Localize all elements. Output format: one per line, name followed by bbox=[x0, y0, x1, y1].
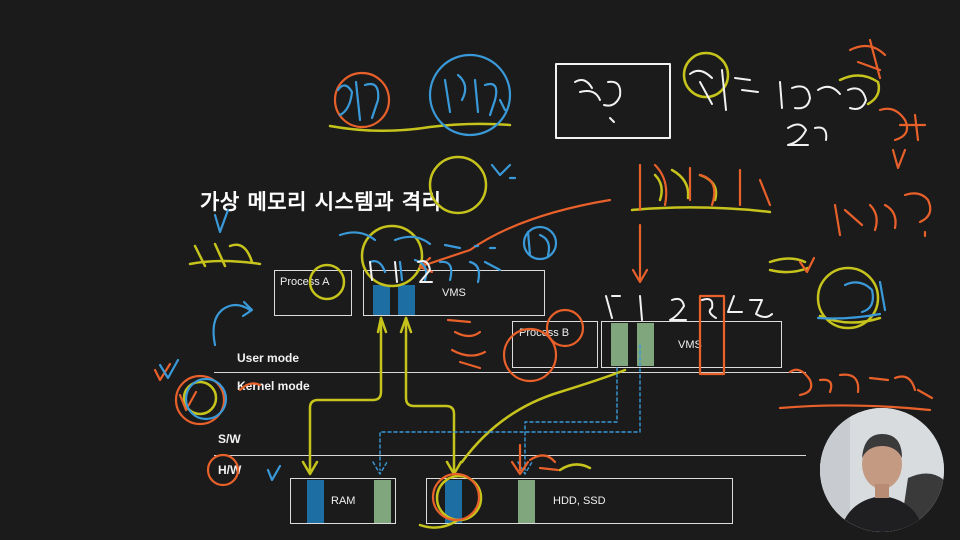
process-a-vms-box: VMS bbox=[363, 270, 545, 316]
presenter-avatar bbox=[820, 408, 944, 532]
process-b-page-1 bbox=[637, 323, 654, 366]
ram-page-green bbox=[374, 480, 391, 523]
storage-box: HDD, SSD bbox=[426, 478, 733, 524]
arrow-a-page0-to-ram bbox=[308, 316, 383, 472]
user-mode-label: User mode bbox=[237, 351, 300, 365]
sw-hw-line bbox=[214, 455, 806, 456]
storage-page-green bbox=[518, 480, 535, 523]
slide-title: 가상 메모리 시스템과 격리 bbox=[200, 190, 442, 214]
storage-label: HDD, SSD bbox=[553, 495, 606, 507]
process-a-label: Process A bbox=[280, 276, 330, 288]
arrow-a-page1-to-disk bbox=[404, 316, 456, 474]
process-b-vms-label: VMS bbox=[678, 339, 702, 351]
ram-page-blue bbox=[307, 480, 324, 523]
process-a-page-0 bbox=[373, 285, 390, 315]
sw-label: S/W bbox=[218, 432, 241, 446]
arrow-b-to-disk bbox=[460, 368, 627, 464]
storage-page-blue bbox=[445, 480, 462, 523]
ram-label: RAM bbox=[331, 495, 356, 507]
process-a-vms-label: VMS bbox=[442, 287, 466, 299]
hw-label: H/W bbox=[218, 463, 242, 477]
process-b-page-0 bbox=[611, 323, 628, 366]
process-b-vms-box: VMS bbox=[601, 321, 782, 368]
process-a-page-1 bbox=[398, 285, 415, 315]
presenter-webcam bbox=[820, 408, 944, 532]
ram-box: RAM bbox=[290, 478, 396, 524]
